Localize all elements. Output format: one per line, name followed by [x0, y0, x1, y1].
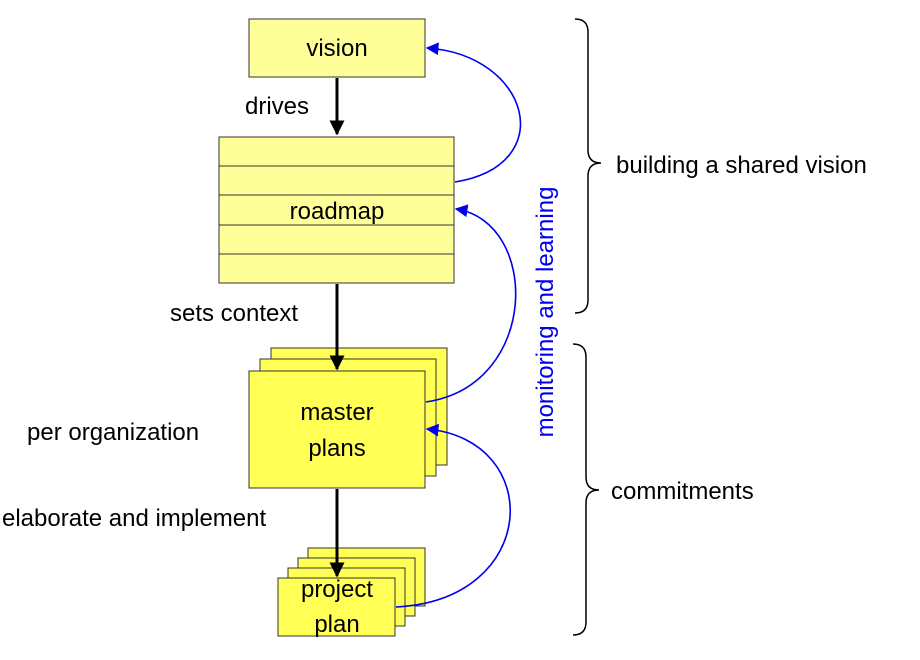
- project-plan-label-line1: project: [301, 576, 373, 603]
- top-brace: [574, 18, 602, 314]
- bottom-brace: [572, 343, 600, 636]
- sets-context-label: sets context: [170, 300, 298, 327]
- commitments-label: commitments: [611, 478, 754, 505]
- vision-label: vision: [306, 35, 367, 62]
- feedback-arrow-project-to-master: [395, 423, 511, 608]
- monitoring-learning-label: monitoring and learning: [532, 187, 559, 438]
- roadmap-node: roadmap: [218, 136, 455, 284]
- vision-node: vision: [248, 18, 426, 78]
- master-plans-label-line1: master: [300, 399, 373, 426]
- elaborate-label: elaborate and implement: [2, 505, 266, 532]
- feedback-arrow-roadmap-to-vision: [425, 42, 522, 183]
- master-plans-label-line2: plans: [308, 435, 365, 462]
- master-plans-node: master plans: [248, 347, 448, 489]
- drives-label: drives: [245, 93, 309, 120]
- project-plan-label-line2: plan: [314, 611, 359, 638]
- feedback-arrow-master-to-roadmap: [425, 204, 517, 403]
- building-shared-vision-label: building a shared vision: [616, 152, 867, 179]
- project-plan-node: project plan: [277, 547, 426, 638]
- per-organization-label: per organization: [27, 419, 199, 446]
- roadmap-label: roadmap: [290, 198, 385, 225]
